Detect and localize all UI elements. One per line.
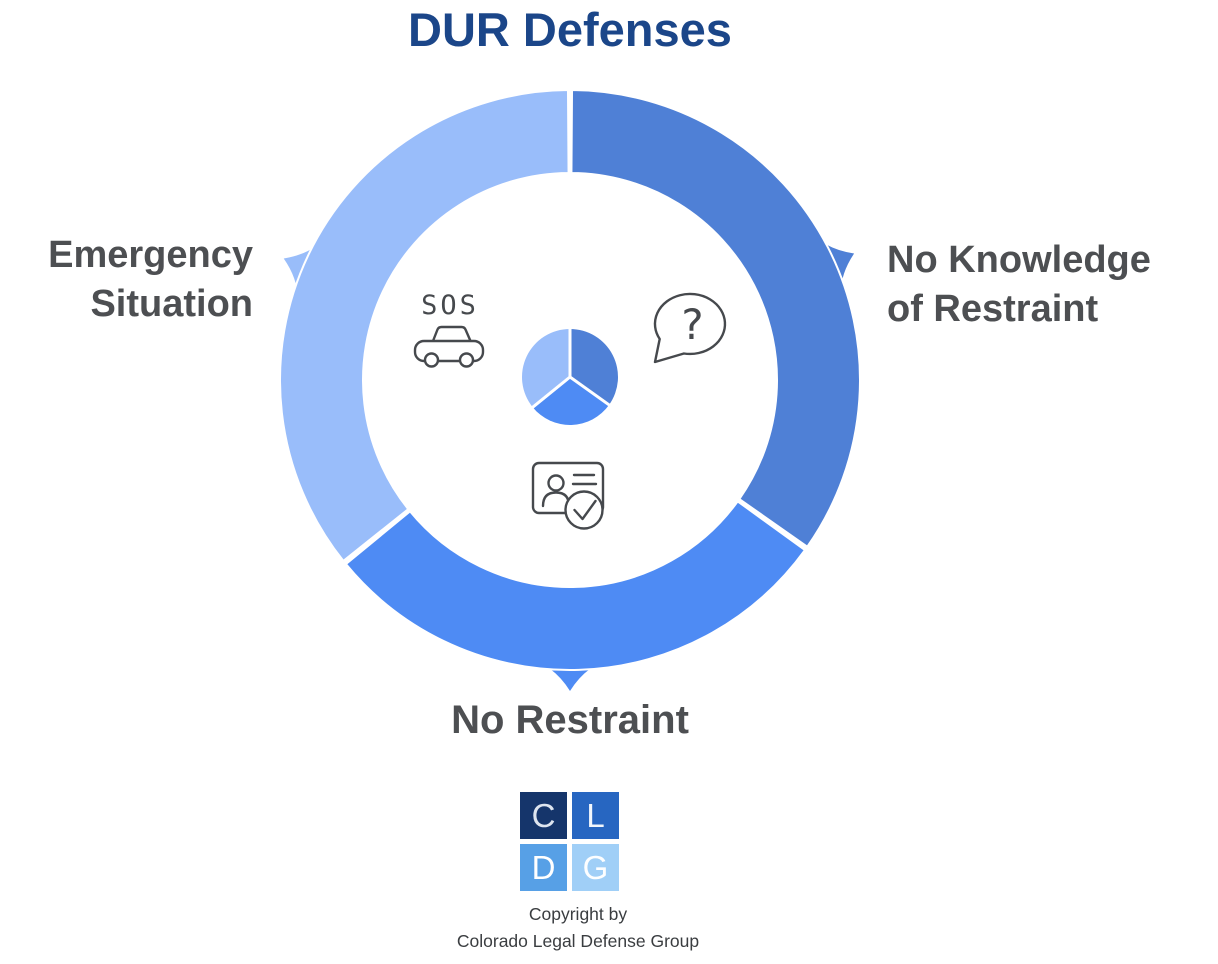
label-no-knowledge-of-restraint: No Knowledge of Restraint [887, 236, 1218, 335]
pie-divider [531, 375, 571, 409]
copyright-notice: Copyright by Colorado Legal Defense Grou… [0, 901, 1156, 955]
person-head [547, 474, 565, 492]
id-card-check-icon [531, 461, 605, 530]
car-wheel-left [423, 352, 440, 368]
cldg-logo: C L D G [520, 792, 619, 891]
segment-no-restraint [344, 499, 807, 671]
label-line: No Knowledge [887, 239, 1151, 281]
pie-wedge-no-knowledge-of-restraint [570, 329, 618, 405]
label-line: of Restraint [887, 288, 1099, 331]
label-no-restraint: No Restraint [0, 694, 1140, 746]
logo-square-l: L [572, 792, 619, 839]
check-mark [573, 499, 597, 521]
pie-wedge-emergency-situation [522, 329, 570, 408]
copyright-line-2: Colorado Legal Defense Group [456, 931, 700, 952]
pie-wedge-no-restraint [532, 377, 610, 425]
label-line: Situation [90, 283, 253, 326]
question-bubble-icon: ? [653, 292, 727, 364]
check-circle [564, 490, 604, 530]
copyright-line-1: Copyright by [528, 904, 628, 924]
donut-ring [279, 88, 861, 691]
question-mark: ? [679, 300, 704, 349]
label-line: Emergency [48, 234, 253, 276]
logo-square-g: G [572, 844, 619, 891]
segment-emergency-situation [279, 88, 570, 563]
center-pie-chart [522, 328, 618, 425]
logo-square-d: D [520, 844, 567, 891]
car-wheel-right [458, 352, 475, 368]
sos-car-icon: SOS [413, 290, 485, 368]
car-cabin [431, 325, 472, 343]
segment-no-knowledge-of-restraint [570, 88, 861, 549]
logo-square-c: C [520, 792, 567, 839]
label-line: No Restraint [451, 698, 689, 742]
page-title: DUR Defenses [408, 3, 732, 56]
sos-label: SOS [421, 290, 479, 321]
pie-divider [569, 375, 611, 407]
speech-bubble [653, 292, 727, 364]
label-emergency-situation: Emergency Situation [0, 231, 253, 330]
